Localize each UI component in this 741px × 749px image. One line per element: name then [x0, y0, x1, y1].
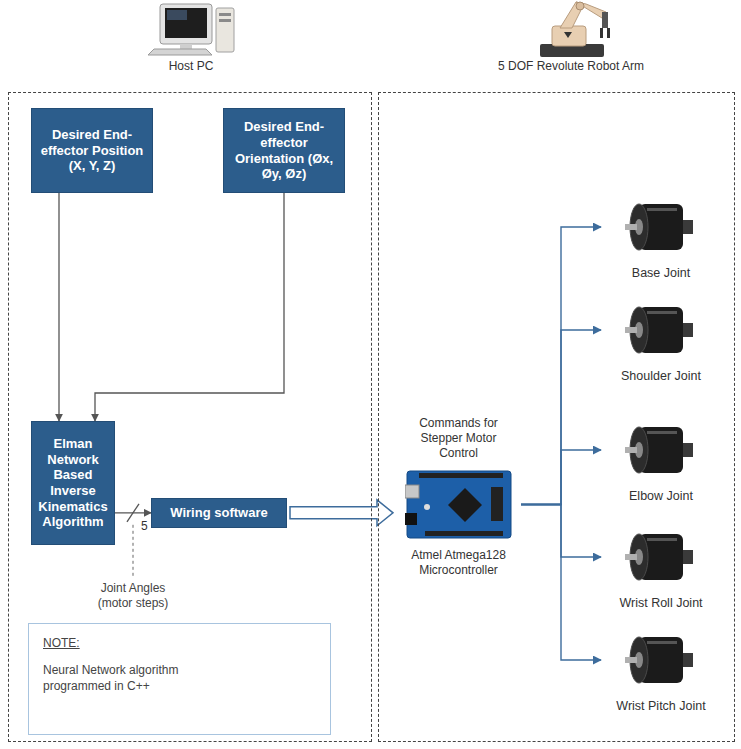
- robot-arm-illustration-part: [576, 2, 606, 18]
- motor-picture: [625, 629, 697, 691]
- motor-connector: [683, 550, 693, 564]
- branch-arrow: [521, 330, 601, 505]
- node-text: Host PC: [141, 59, 241, 73]
- branch-arrow: [521, 227, 601, 505]
- branch-arrow: [521, 505, 601, 661]
- motor-connector: [683, 443, 693, 457]
- motor-picture: [625, 526, 697, 588]
- node-text: Desired End-effector Position (X, Y, Z): [36, 127, 148, 174]
- host-pc-illustration-part: [165, 8, 207, 38]
- board-jack: [405, 513, 417, 525]
- robot-arm-illustration-part: [602, 12, 608, 28]
- process-box: Elman Network Based Inverse Kinematics A…: [31, 421, 115, 545]
- node-text: Wrist Pitch Joint: [616, 699, 705, 713]
- host-pc-illustration-part: [148, 49, 212, 55]
- robot-arm-illustration-part: [600, 28, 603, 38]
- host-pc-illustration-part: [216, 8, 234, 52]
- node-text: Base Joint: [632, 266, 690, 280]
- robot-arm-illustration-part: [607, 28, 610, 38]
- motor-highlight: [647, 208, 677, 211]
- microcontroller-picture: [405, 467, 513, 542]
- host-pc-illustration-part: [180, 44, 192, 49]
- board-header: [419, 473, 503, 478]
- edge-label: 5: [140, 519, 149, 533]
- node-text: Atmel Atmega128 Microcontroller: [399, 548, 519, 578]
- node-text: Elbow Joint: [629, 489, 693, 503]
- host-pc-illustration-part: [219, 13, 231, 16]
- board-pcb: [407, 471, 511, 538]
- motor-highlight: [647, 641, 677, 644]
- motor-shaft: [625, 447, 637, 453]
- node-text: Neural Network algorithm programmed in C…: [43, 662, 213, 694]
- robot-arm-illustration-part: [564, 32, 572, 38]
- board-header: [491, 487, 503, 521]
- flow-arrow: [95, 193, 284, 421]
- flow-arrow: [115, 512, 151, 513]
- leader-line: [133, 525, 134, 577]
- input-box: Desired End-effector Position (X, Y, Z): [31, 108, 153, 193]
- stepper-motor: Wrist Roll Joint: [601, 526, 721, 616]
- robot-arm-illustration: [522, 0, 622, 58]
- host-pc-region: Host PCDesired End-effector Position (X,…: [8, 92, 372, 742]
- branch-arrow: [521, 450, 601, 505]
- input-box: Desired End-effector Orientation (Øx, Øy…: [223, 108, 345, 193]
- host-pc-illustration: [140, 2, 244, 56]
- stepper-motor: Elbow Joint: [601, 419, 721, 509]
- microcontroller-board: Commands for Stepper Motor ControlAtmel …: [396, 416, 521, 578]
- node-text: Elman Network Based Inverse Kinematics A…: [36, 436, 110, 530]
- board-usb: [405, 485, 419, 498]
- robot-arm-region: 5 DOF Revolute Robot ArmCommands for Ste…: [378, 92, 735, 742]
- motor-highlight: [647, 311, 677, 314]
- node-text: NOTE:: [43, 636, 316, 650]
- motor-shaft: [625, 657, 637, 663]
- stepper-motor: Base Joint: [601, 196, 721, 286]
- motor-highlight: [647, 431, 677, 434]
- motor-highlight: [647, 538, 677, 541]
- node-text: Shoulder Joint: [621, 369, 701, 383]
- node-text: Desired End-effector Orientation (Øx, Øy…: [228, 119, 340, 181]
- robot-arm-illustration-part: [576, 2, 584, 10]
- node-text: Commands for Stepper Motor Control: [403, 416, 515, 461]
- board-led: [424, 504, 430, 510]
- callout-label: Joint Angles (motor steps): [87, 581, 179, 611]
- flow-arrow: [58, 193, 59, 421]
- stepper-motor: Wrist Pitch Joint: [601, 629, 721, 719]
- board-chip: [448, 488, 482, 522]
- stepper-motor: Shoulder Joint: [601, 299, 721, 389]
- node-text: Wiring software: [170, 505, 267, 521]
- host-pc-illustration-part: [160, 4, 212, 44]
- node-text: 5 DOF Revolute Robot Arm: [461, 59, 681, 73]
- motor-picture: [625, 419, 697, 481]
- robot-arm-illustration-part: [560, 2, 584, 28]
- motor-picture: [625, 196, 697, 258]
- process-box: Wiring software: [151, 498, 287, 528]
- motor-connector: [683, 220, 693, 234]
- host-pc-illustration-part: [167, 10, 187, 20]
- node-text: Wrist Roll Joint: [619, 596, 702, 610]
- motor-shaft: [625, 224, 637, 230]
- motor-connector: [683, 323, 693, 337]
- robot-arm-illustration-part: [552, 26, 586, 46]
- board-header: [425, 531, 503, 536]
- motor-shaft: [625, 327, 637, 333]
- motor-connector: [683, 653, 693, 667]
- motor-shaft: [625, 554, 637, 560]
- motor-picture: [625, 299, 697, 361]
- note-box: NOTE: Neural Network algorithm programmed…: [28, 623, 331, 735]
- host-pc-illustration-part: [219, 19, 231, 22]
